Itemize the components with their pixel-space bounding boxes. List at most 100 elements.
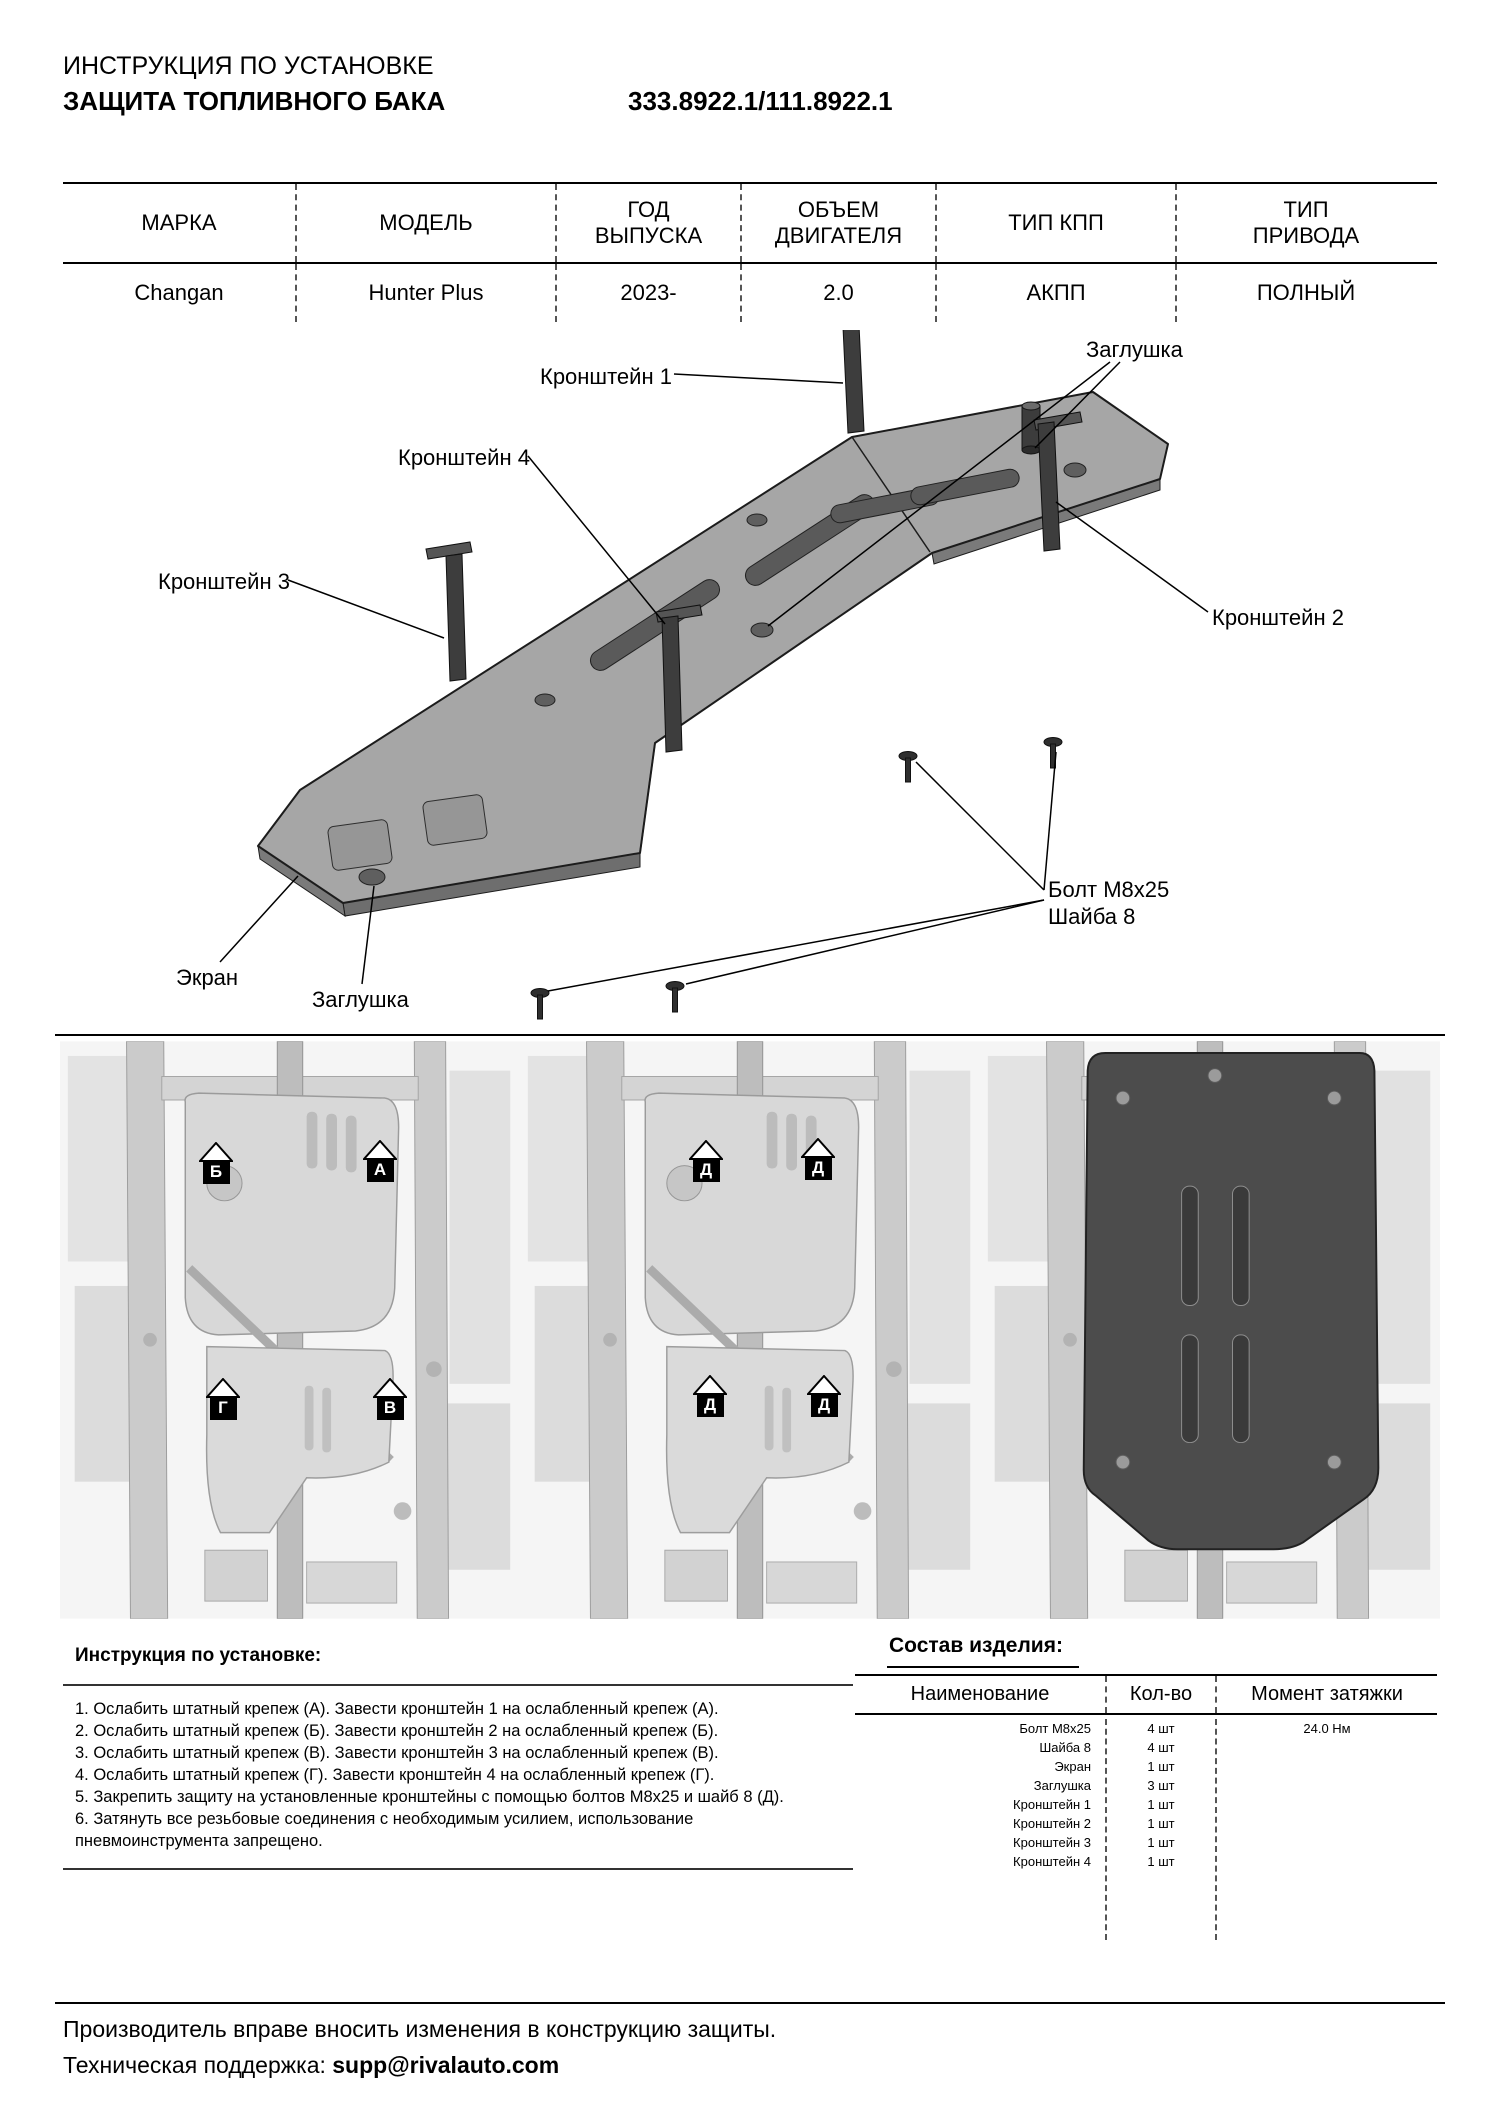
footer-support-label: Техническая поддержка: [63,2052,333,2078]
bracket-2-part [1033,411,1083,552]
part-name: Болт М8х25 [1019,1721,1091,1736]
plug-bottom-part [358,868,386,886]
part-qty: 3 шт [1147,1778,1175,1793]
marker-letter: Д [804,1156,832,1180]
label-washer: Шайба 8 [1048,904,1136,929]
instruction-step: 1. Ослабить штатный крепеж (А). Завести … [75,1700,719,1718]
part-qty: 1 шт [1147,1816,1175,1831]
label-plug-bottom: Заглушка [312,987,409,1012]
arrow-up-icon [801,1138,835,1158]
part-name: Шайба 8 [1039,1740,1091,1755]
label-bolt-washer: Болт М8х25 Шайба 8 [1048,876,1169,930]
exploded-view-diagram [219,330,1209,1020]
instruction-step: 5. Закрепить защиту на установленные кро… [75,1788,784,1806]
marker-letter: Б [202,1160,230,1184]
label-bracket-2: Кронштейн 2 [1212,605,1344,630]
instruction-step: 4. Ослабить штатный крепеж (Г). Завести … [75,1766,715,1784]
plug-top-part [1021,401,1041,455]
marker-d1: Д [688,1140,724,1182]
skid-plate [257,391,1169,904]
spec-header-year: ГОД ВЫПУСКА [555,184,740,262]
spec-header-drive: ТИП ПРИВОДА [1175,184,1435,262]
bracket-3-part [425,541,473,682]
part-qty: 1 шт [1147,1835,1175,1850]
label-screen: Экран [176,965,239,990]
parts-col-torque: Момент затяжки [1215,1676,1437,1713]
divider-footer [55,2002,1445,2004]
spec-value-year: 2023- [555,264,740,322]
plug-hole-mid [750,622,774,638]
marker-b: Б [198,1142,234,1184]
marker-d2: Д [800,1138,836,1180]
instructions-title: Инструкция по установке: [75,1645,322,1666]
bracket-1-part [842,330,865,434]
part-qty: 1 шт [1147,1854,1175,1869]
label-bracket-3: Кронштейн 3 [158,569,290,594]
marker-g: Г [205,1378,241,1420]
marker-letter: Д [692,1158,720,1182]
arrow-up-icon [373,1378,407,1398]
arrow-up-icon [693,1375,727,1395]
photo-installed-plate [980,1040,1440,1620]
bolt-parts [530,737,1063,1020]
marker-letter: В [376,1396,404,1420]
doc-title-line2: ЗАЩИТА ТОПЛИВНОГО БАКА [63,86,446,116]
parts-body: Болт М8х25 Шайба 8 Экран Заглушка Кроншт… [855,1715,1437,1940]
spec-header-brand: МАРКА [141,210,217,235]
spec-header-model: МОДЕЛЬ [295,184,555,262]
marker-letter: Д [810,1393,838,1417]
label-bracket-1: Кронштейн 1 [540,364,672,389]
parts-col-name: Наименование [910,1683,1050,1705]
arrow-up-icon [363,1140,397,1160]
marker-letter: Д [696,1393,724,1417]
footer-support-email: supp@rivalauto.com [332,2052,560,2078]
spec-header-row: МАРКА МОДЕЛЬ ГОД ВЫПУСКА ОБЪЕМ ДВИГАТЕЛЯ… [63,184,1437,264]
instruction-step: 3. Ослабить штатный крепеж (В). Завести … [75,1744,719,1762]
footer-support: Техническая поддержка: supp@rivalauto.co… [63,2052,559,2079]
part-qty: 4 шт [1147,1721,1175,1736]
arrow-up-icon [199,1142,233,1162]
label-bracket-4: Кронштейн 4 [398,445,530,470]
parts-col-qty: Кол-во [1105,1676,1215,1713]
part-name: Кронштейн 2 [1013,1816,1091,1831]
label-plug-top: Заглушка [1086,337,1183,362]
part-numbers: 333.8922.1/111.8922.1 [628,86,893,116]
parts-qtys: 4 шт 4 шт 1 шт 3 шт 1 шт 1 шт 1 шт 1 шт [1105,1719,1215,1940]
marker-a: А [362,1140,398,1182]
spec-value-row: Changan Hunter Plus 2023- 2.0 АКПП ПОЛНЫ… [63,264,1437,322]
marker-d3: Д [692,1375,728,1417]
parts-title: Состав изделия: [887,1634,1079,1668]
doc-title-line1: ИНСТРУКЦИЯ ПО УСТАНОВКЕ [63,52,434,80]
divider-above-photos [55,1034,1445,1036]
spec-value-drive: ПОЛНЫЙ [1175,264,1435,322]
part-name: Экран [1054,1759,1091,1774]
callout-lines [219,361,1209,992]
part-name: Кронштейн 3 [1013,1835,1091,1850]
arrow-up-icon [807,1375,841,1395]
arrow-up-icon [689,1140,723,1160]
spec-value-model: Hunter Plus [295,264,555,322]
installed-plate [1082,1052,1380,1551]
part-name: Кронштейн 1 [1013,1797,1091,1812]
parts-table: Состав изделия: Наименование Кол-во Моме… [855,1634,1437,1940]
parts-names: Болт М8х25 Шайба 8 Экран Заглушка Кроншт… [855,1719,1105,1940]
photo-mount-points-abcg [60,1040,520,1620]
arrow-up-icon [206,1378,240,1398]
marker-d4: Д [806,1375,842,1417]
marker-letter: А [366,1158,394,1182]
footer-disclaimer: Производитель вправе вносить изменения в… [63,2016,777,2042]
photo-mount-points-d [520,1040,980,1620]
spec-value-engine: 2.0 [740,264,935,322]
part-name: Кронштейн 4 [1013,1854,1091,1869]
spec-header-gearbox: ТИП КПП [935,184,1175,262]
spec-value-brand: Changan [134,280,224,305]
instruction-step: 2. Ослабить штатный крепеж (Б). Завести … [75,1722,719,1740]
parts-header-row: Наименование Кол-во Момент затяжки [855,1674,1437,1715]
part-qty: 1 шт [1147,1759,1175,1774]
instruction-step: 6. Затянуть все резьбовые соединения с н… [75,1810,694,1850]
spec-table: МАРКА МОДЕЛЬ ГОД ВЫПУСКА ОБЪЕМ ДВИГАТЕЛЯ… [63,182,1437,322]
spec-value-gearbox: АКПП [935,264,1175,322]
instructions-list: 1. Ослабить штатный крепеж (А). Завести … [63,1684,853,1870]
part-qty: 1 шт [1147,1797,1175,1812]
